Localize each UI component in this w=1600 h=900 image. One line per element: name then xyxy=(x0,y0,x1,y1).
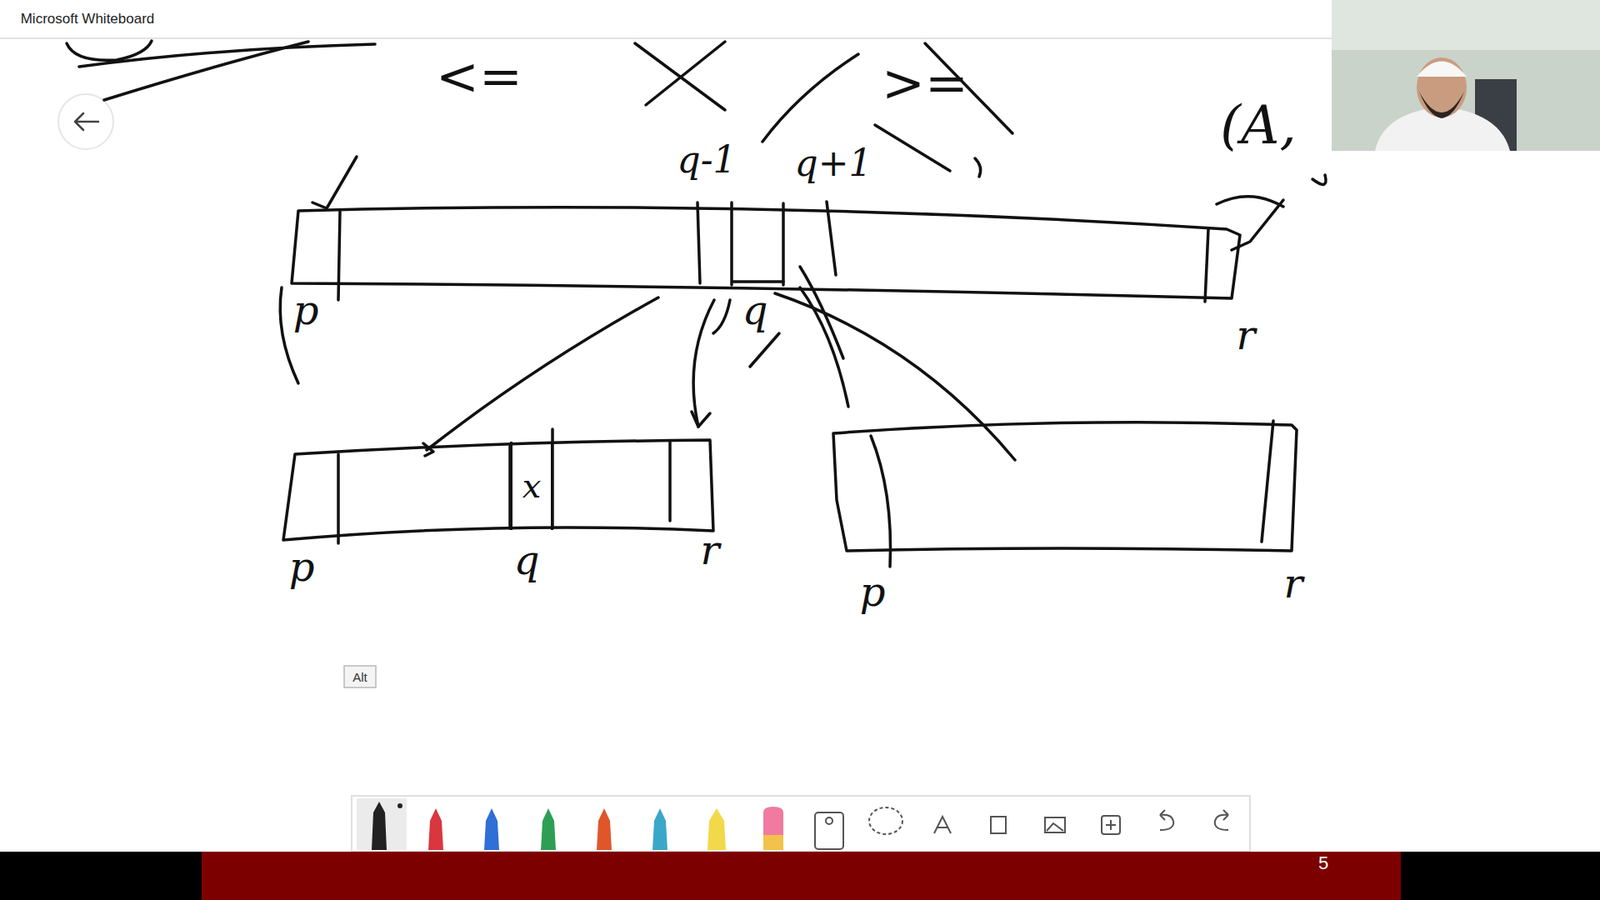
toolbar xyxy=(351,795,1250,852)
ink-strokes xyxy=(66,40,1326,567)
index-label: p xyxy=(289,546,315,587)
slide-bar xyxy=(201,851,1401,900)
index-label: r xyxy=(1236,315,1256,355)
index-label: q xyxy=(514,540,540,580)
index-label: q+1 xyxy=(794,145,872,182)
tooltip-text: Alt xyxy=(352,670,368,684)
index-label: q-1 xyxy=(676,141,736,179)
cell-value: x xyxy=(522,469,542,503)
window-title: Microsoft Whiteboard xyxy=(20,11,155,26)
tooltip-box xyxy=(344,665,376,688)
index-label: r xyxy=(1284,563,1304,604)
index-label: p xyxy=(860,571,886,612)
page-number: 5 xyxy=(1318,854,1329,873)
relation-symbol: >= xyxy=(881,57,969,110)
function-call: (A, xyxy=(1220,98,1297,152)
relation-symbol: <= xyxy=(435,50,523,103)
array-cell: x xyxy=(510,441,554,530)
index-label: q xyxy=(742,290,769,330)
taskbar xyxy=(0,851,1600,900)
back-button xyxy=(58,94,114,150)
webcam-feed xyxy=(1331,0,1600,151)
index-label: r xyxy=(700,530,720,570)
index-label: p xyxy=(293,290,320,330)
